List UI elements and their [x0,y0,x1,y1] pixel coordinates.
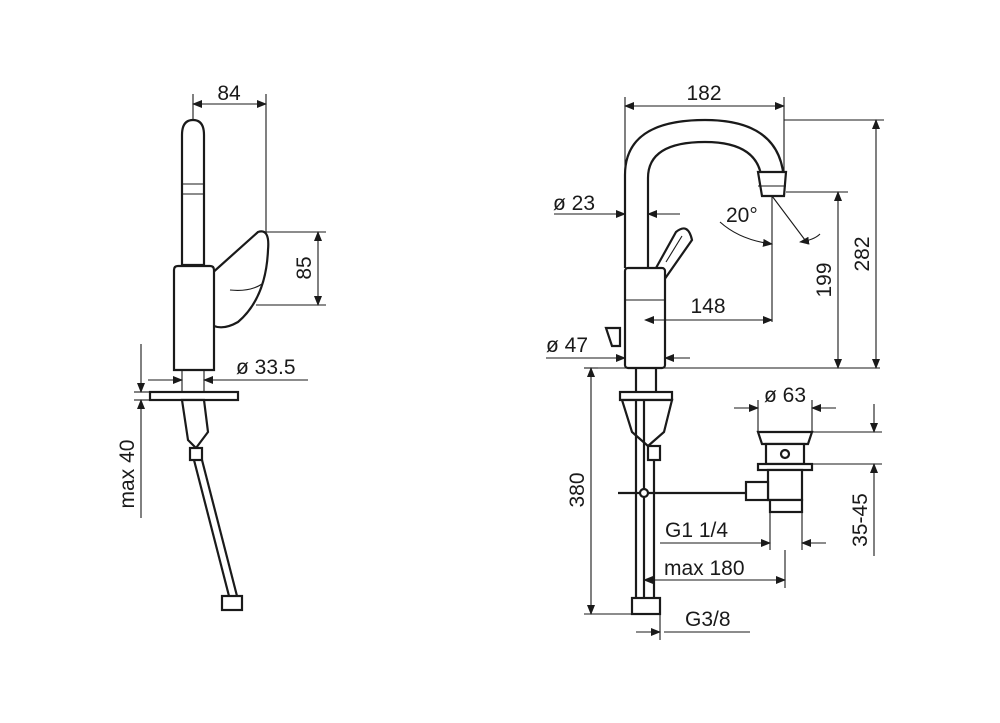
dim-148: 148 [690,295,725,318]
dim-85: 85 [293,256,316,279]
dim-20-deg: 20° [726,204,758,227]
dim-35-45: 35-45 [849,493,872,547]
side-hose-nut [220,594,244,612]
front-deck-plate [618,390,674,402]
dim-199: 199 [813,262,836,297]
dim-dia-63: ø 63 [764,384,806,407]
dim-g1-1-4: G1 1/4 [665,519,728,542]
dim-dia-33-5: ø 33.5 [236,356,296,379]
front-view: 182 ø 23 20° 148 ø 47 199 282 ø 63 [546,82,884,640]
popup-knob [604,326,622,348]
front-fixing [620,398,674,448]
side-spout [180,118,206,267]
front-hose-nut [630,596,662,616]
front-lever-handle [654,227,694,282]
dim-380: 380 [566,472,589,507]
dim-max-40: max 40 [116,440,139,509]
side-body [172,264,216,372]
dim-dia-23: ø 23 [553,192,595,215]
front-spout-outer [623,118,786,268]
dim-282: 282 [851,236,874,271]
drain-lever-body [744,480,770,502]
dim-dia-47: ø 47 [546,334,588,357]
front-body [623,266,667,370]
side-lever-handle [208,230,270,329]
dim-max-180: max 180 [664,557,745,580]
aerator [756,170,788,198]
drain-cap [756,430,814,446]
dim-84: 84 [217,82,241,105]
drain-thread [768,498,804,514]
side-fixing [180,398,210,450]
side-deck-plate [148,390,240,402]
dim-g3-8: G3/8 [685,608,731,631]
side-view: 84 85 ø 33.5 max 40 [116,82,326,612]
dim-182: 182 [686,82,721,105]
